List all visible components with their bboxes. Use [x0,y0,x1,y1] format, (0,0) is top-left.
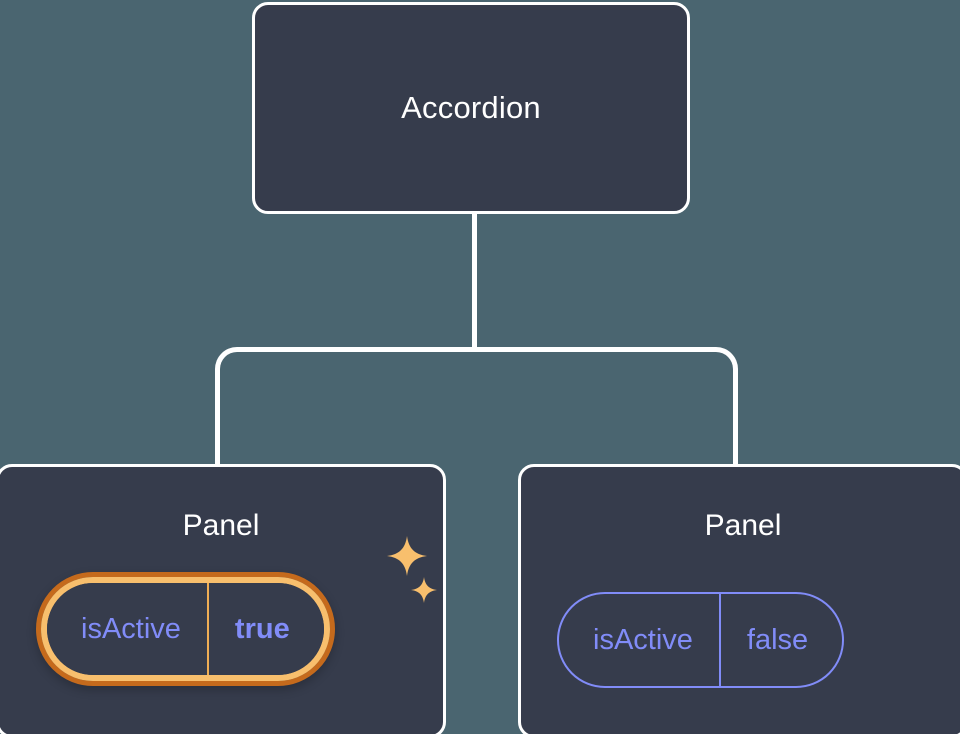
prop-pill-active-key: isActive [47,583,209,675]
prop-pill-active-body: isActive true [47,583,324,675]
prop-pill-active-inner-ring: isActive true [41,577,330,681]
prop-pill-active[interactable]: isActive true [36,572,335,686]
tree-node-accordion[interactable]: Accordion [252,2,690,214]
tree-node-panel-inactive-label: Panel [704,509,782,542]
connector-root-to-branch [472,212,477,350]
tree-node-panel-inactive[interactable]: Panel [518,464,960,734]
prop-pill-inactive-value: false [746,623,809,656]
prop-pill-active-outer-ring: isActive true [36,572,335,686]
prop-pill-inactive[interactable]: isActive false [557,592,845,688]
tree-node-accordion-label: Accordion [401,90,541,125]
tree-node-panel-active-label: Panel [182,509,260,542]
connector-branch-bar [215,347,738,473]
prop-pill-active-value: true [234,612,290,645]
prop-pill-inactive-body: isActive false [557,592,845,688]
prop-pill-inactive-key: isActive [559,594,721,686]
